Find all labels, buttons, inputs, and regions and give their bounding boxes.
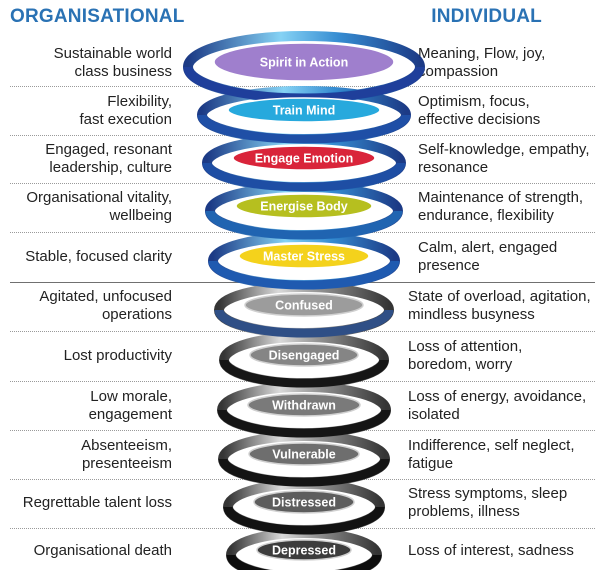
- individual-label: Indifference, self neglect,fatigue: [408, 437, 592, 473]
- stage-label: Energise Body: [260, 200, 348, 214]
- spiral-band-front: [214, 309, 394, 338]
- spiral-band-front: [197, 114, 411, 144]
- label-line: Agitated, unfocused: [39, 288, 172, 305]
- stage-ring: [244, 293, 364, 317]
- label-line: compassion: [418, 63, 499, 80]
- label-line: fast execution: [79, 111, 172, 128]
- spiral-band-front: [219, 359, 389, 388]
- label-line: Engaged, resonant: [45, 141, 172, 158]
- organisational-label: Flexibility,fast execution: [0, 93, 172, 129]
- stage-label: Master Stress: [263, 250, 345, 264]
- stage-label: Train Mind: [273, 104, 336, 118]
- stage-label: Vulnerable: [272, 448, 335, 462]
- spiral-band-front: [205, 210, 403, 240]
- label-line: Stable, focused clarity: [25, 248, 172, 265]
- label-line: operations: [101, 306, 172, 323]
- stage-label: Depressed: [272, 544, 336, 558]
- label-line: class business: [74, 63, 172, 80]
- stage-ring: [248, 442, 360, 466]
- stage-ring: [232, 145, 376, 171]
- label-line: resonance: [418, 159, 489, 176]
- stage-label: Distressed: [272, 496, 336, 510]
- stage-ring: [235, 193, 373, 219]
- stage-ring: [253, 490, 355, 514]
- label-line: Loss of interest, sadness: [408, 542, 574, 559]
- individual-label: Loss of attention,boredom, worry: [408, 338, 592, 374]
- label-line: presence: [418, 257, 480, 274]
- label-line: Flexibility,: [107, 93, 172, 110]
- label-line: Low morale,: [90, 388, 172, 405]
- stage-label: Confused: [275, 299, 333, 313]
- individual-label: Loss of energy, avoidance,isolated: [408, 388, 592, 424]
- label-line: Calm, alert, engaged: [418, 239, 558, 256]
- label-line: Optimism, focus,: [418, 93, 530, 110]
- spiral-band-front: [217, 409, 391, 438]
- label-line: endurance, flexibility: [418, 207, 554, 224]
- label-line: Stress symptoms, sleep: [408, 485, 568, 502]
- individual-label: Meaning, Flow, joy,compassion: [418, 45, 600, 81]
- individual-label: State of overload, agitation,mindless bu…: [408, 288, 592, 324]
- organisational-label: Absenteeism,presenteeism: [0, 437, 172, 473]
- label-line: Self-knowledge, empathy,: [418, 141, 590, 158]
- label-line: Lost productivity: [63, 347, 172, 364]
- label-line: Sustainable world: [53, 45, 172, 62]
- organisational-label: Lost productivity: [0, 347, 172, 365]
- organisational-label: Stable, focused clarity: [0, 248, 172, 266]
- individual-header: INDIVIDUAL: [431, 6, 542, 27]
- stage-ring: [256, 539, 352, 561]
- label-line: boredom, worry: [408, 356, 513, 373]
- label-line: Loss of attention,: [408, 338, 523, 355]
- label-line: problems, illness: [408, 503, 520, 520]
- organisational-label: Low morale,engagement: [0, 388, 172, 424]
- label-line: leadership, culture: [49, 159, 172, 176]
- individual-label: Self-knowledge, empathy,resonance: [418, 141, 600, 177]
- stage-label: Spirit in Action: [260, 56, 348, 70]
- stage-ring: [213, 42, 395, 82]
- label-line: Meaning, Flow, joy,: [418, 45, 546, 62]
- label-line: mindless busyness: [408, 306, 535, 323]
- organisational-label: Regrettable talent loss: [0, 494, 172, 512]
- stage-ring: [238, 243, 370, 269]
- label-line: Maintenance of strength,: [418, 189, 584, 206]
- label-line: effective decisions: [418, 111, 541, 128]
- label-line: fatigue: [408, 455, 454, 472]
- stage-label: Engage Emotion: [255, 152, 354, 166]
- organisational-label: Organisational vitality,wellbeing: [0, 189, 172, 225]
- label-line: Absenteeism,: [81, 437, 172, 454]
- label-line: presenteeism: [81, 455, 172, 472]
- label-line: isolated: [408, 406, 460, 423]
- spiral-band-front: [208, 260, 400, 290]
- label-line: Regrettable talent loss: [22, 494, 172, 511]
- spiral-band-front: [226, 554, 382, 570]
- organisational-header: ORGANISATIONAL: [10, 6, 185, 27]
- individual-label: Maintenance of strength,endurance, flexi…: [418, 189, 600, 225]
- stage-ring: [249, 343, 359, 367]
- label-line: wellbeing: [109, 207, 172, 224]
- stage-ring: [227, 97, 381, 123]
- spiral-band-front: [218, 458, 390, 487]
- individual-label: Optimism, focus,effective decisions: [418, 93, 600, 129]
- label-line: engagement: [88, 406, 172, 423]
- label-line: Organisational vitality,: [26, 189, 172, 206]
- spiral-band-front: [223, 506, 385, 535]
- stage-label: Withdrawn: [272, 399, 336, 413]
- label-line: Indifference, self neglect,: [408, 437, 575, 454]
- label-line: Loss of energy, avoidance,: [408, 388, 587, 405]
- stage-ring: [247, 393, 361, 417]
- individual-label: Loss of interest, sadness: [408, 542, 592, 560]
- stage-label: Disengaged: [269, 349, 340, 363]
- organisational-label: Organisational death: [0, 542, 172, 560]
- label-line: Organisational death: [33, 542, 172, 559]
- spiral-band-front: [202, 162, 406, 192]
- label-line: State of overload, agitation,: [408, 288, 591, 305]
